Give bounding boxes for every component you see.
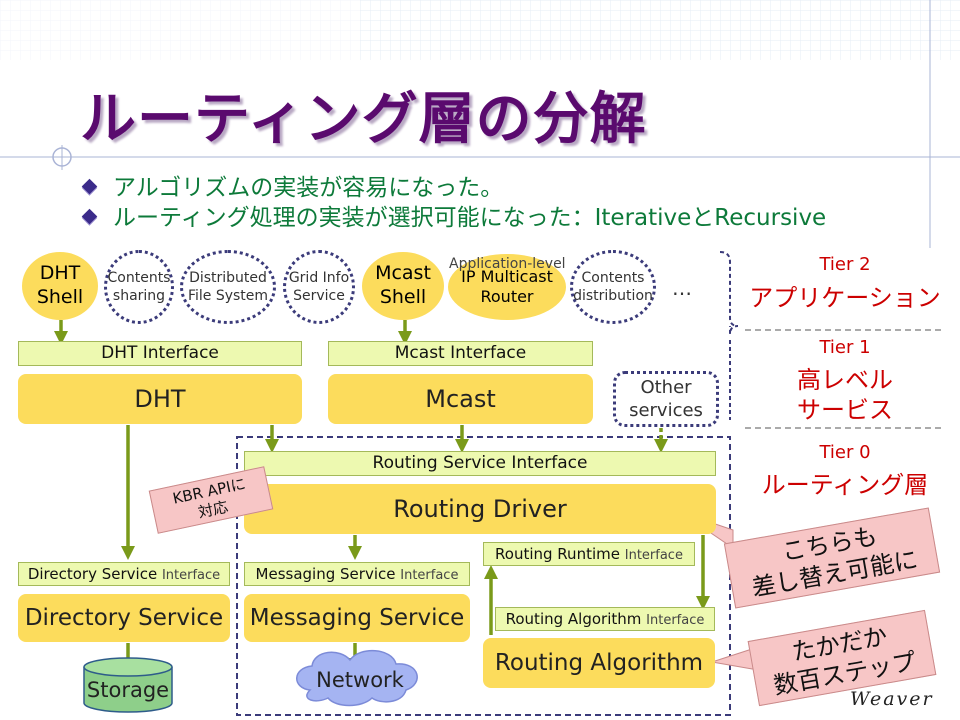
tier2-name: アプリケーション	[749, 284, 941, 312]
directory-iface-name: Directory Service	[27, 565, 158, 583]
contents-sharing-line2: sharing	[112, 288, 166, 304]
storage-cylinder	[83, 657, 173, 713]
more-apps-ellipsis: …	[672, 276, 692, 300]
contents-sharing-app: Contents sharing	[104, 250, 174, 324]
dfs-line2: File System	[187, 288, 269, 304]
messaging-service-box: Messaging Service	[244, 594, 470, 642]
grid-line1: Grid Info	[288, 269, 350, 286]
runtime-iface-name: Routing Runtime	[495, 545, 620, 563]
bullet-1-text: アルゴリズムの実装が容易になった。	[113, 175, 504, 201]
app-level-label: Application-level	[449, 256, 566, 272]
routing-algorithm-box: Routing Algorithm	[483, 638, 715, 688]
mcast-interface: Mcast Interface	[328, 341, 593, 366]
dht-shell-line1: DHT	[39, 262, 81, 285]
tier2-label: Tier 2	[819, 254, 871, 275]
storage-label: Storage	[86, 678, 170, 702]
other-services-line2: services	[629, 400, 703, 421]
messaging-iface-suffix: Interface	[400, 568, 459, 583]
algorithm-iface-name: Routing Algorithm	[505, 610, 642, 628]
bullet-diamond-icon	[81, 208, 98, 225]
bullet-1: アルゴリズムの実装が容易になった。	[81, 168, 504, 202]
routing-service-interface: Routing Service Interface	[244, 451, 716, 476]
network-label: Network	[316, 668, 404, 692]
bullet-diamond-icon	[81, 178, 98, 195]
tier1-label: Tier 1	[819, 337, 871, 358]
grid-line2: Service	[293, 288, 345, 304]
tier2-brace	[719, 251, 739, 335]
cd-line1: Contents	[581, 269, 645, 286]
directory-iface-suffix: Interface	[161, 568, 221, 583]
messaging-service-interface: Messaging Service Interface	[244, 562, 470, 586]
dht-interface: DHT Interface	[18, 341, 302, 366]
algorithm-iface-suffix: Interface	[646, 613, 705, 628]
network-cloud	[296, 649, 418, 707]
dht-box: DHT	[18, 374, 302, 424]
contents-distribution-app: Contents distribution	[570, 250, 656, 324]
ipm-line1: IP Multicast	[461, 267, 553, 286]
bullet-2-text: ルーティング処理の実装が選択可能になった：IterativeとRecursive	[113, 205, 827, 231]
directory-service-box: Directory Service	[18, 594, 230, 642]
routing-runtime-interface: Routing Runtime Interface	[483, 542, 695, 566]
dht-shell-line2: Shell	[36, 286, 84, 308]
mcast-box: Mcast	[328, 374, 593, 424]
corner-grid	[360, 0, 960, 60]
page-title: ルーティング層の分解	[80, 87, 647, 152]
mcast-shell-line1: Mcast	[375, 262, 431, 285]
contents-sharing-line1: Contents	[107, 269, 171, 286]
routing-algorithm-interface: Routing Algorithm Interface	[495, 607, 715, 631]
runtime-iface-suffix: Interface	[624, 548, 683, 563]
tier1-name-line1: 高レベル	[797, 366, 893, 394]
cd-line2: distribution	[573, 288, 653, 304]
bullet-2: ルーティング処理の実装が選択可能になった：IterativeとRecursive	[81, 198, 827, 232]
messaging-iface-name: Messaging Service	[255, 565, 396, 583]
other-services-line1: Other	[640, 376, 692, 398]
mcast-shell-line2: Shell	[379, 286, 427, 308]
ipm-line2: Router	[480, 287, 534, 306]
tier0-name: ルーティング層	[761, 471, 929, 499]
weaver-logo: Weaver	[850, 688, 934, 710]
tier0-label: Tier 0	[819, 442, 871, 463]
routing-driver-box: Routing Driver	[244, 484, 716, 534]
directory-service-interface: Directory Service Interface	[18, 562, 230, 586]
dfs-line1: Distributed	[189, 269, 267, 286]
tier1-name-line2: サービス	[797, 396, 893, 424]
corner-grid-fade	[0, 0, 360, 60]
